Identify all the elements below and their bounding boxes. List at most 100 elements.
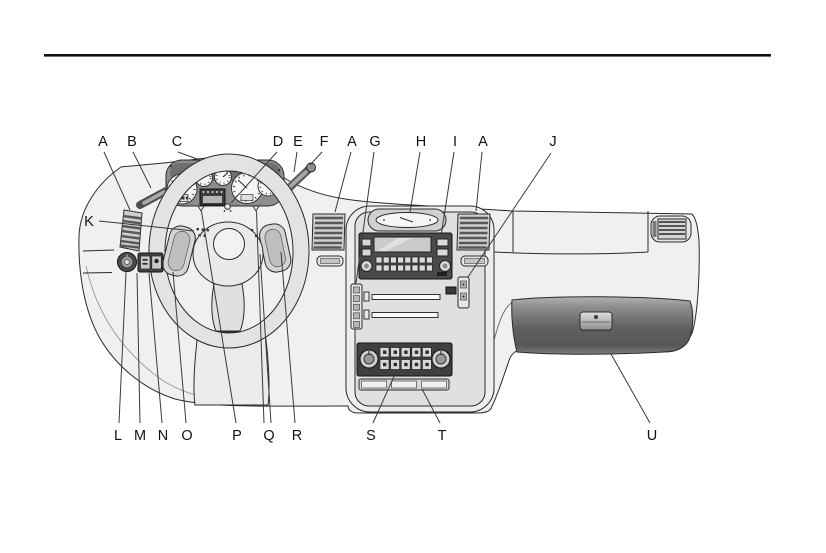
left-crease [82,272,113,274]
eject-button [363,291,370,302]
steering-wheel-rim [148,153,310,349]
leader-F [309,151,323,166]
center-left-slot [316,255,344,267]
callout-A2: A [347,134,357,150]
side-vent [650,215,692,243]
leader-N [148,272,163,424]
leader-H [409,151,421,213]
center-right-slot [460,255,489,267]
cd-player [363,286,457,320]
glove-box-latch [579,311,613,331]
wiper-lever-knob [306,162,316,173]
lower-tray [358,378,450,391]
center-left-vent [311,213,346,251]
callout-R: R [292,428,302,444]
right-spoke-grip [259,223,292,273]
leader-D [230,151,278,204]
callout-M: M [134,428,146,444]
callout-N: N [158,428,168,444]
glove-box [511,296,694,355]
callout-A3: A [478,134,488,150]
eject-button [363,309,370,320]
wiper-lever [283,162,316,194]
callout-U: U [647,428,657,444]
driver-left-vent [119,209,143,252]
fog-lamp-switch-panel [137,252,164,273]
leader-B [132,151,152,189]
callout-A1: A [98,134,108,150]
radio-right-button [436,248,449,257]
radio [358,232,453,280]
leader-C [177,151,198,160]
leader-R [280,251,296,424]
radio-left-button [361,238,372,247]
callout-T: T [438,428,447,444]
callout-S: S [366,428,376,444]
leader-E [293,151,298,173]
leader-M [136,272,141,424]
left-crease [82,249,115,252]
callout-H: H [416,134,426,150]
leader-J [467,152,552,278]
radio-right-button [436,238,449,247]
leader-T [421,388,441,424]
steering-column [193,331,270,406]
pointer-fork [197,205,260,212]
callout-D: D [273,134,283,150]
leader-A3 [475,151,483,212]
leader-P [201,211,237,424]
turn-signal-lever [136,187,170,209]
radio-left-button [361,248,372,257]
leader-O [172,271,187,424]
callout-O: O [181,428,192,444]
callout-J: J [549,134,556,150]
leader-I [440,151,455,237]
horn-emblem [213,228,245,260]
leader-S [372,371,397,424]
small-gauge [214,168,232,186]
climate-control [356,342,453,377]
leader-A2 [334,151,352,213]
cassette-icon [445,286,457,295]
leader-L [118,271,127,424]
exterior-lamps-control [117,252,137,272]
radio-preset-buttons [375,256,433,272]
leader-lines [98,151,651,424]
leader-A1 [103,151,131,211]
cd-slot [371,312,439,318]
leader-Q2 [259,253,272,424]
callout-K: K [84,214,94,230]
left-switch-strip [350,283,363,330]
cluster-display [199,188,226,206]
dashboard-illustration [78,151,700,424]
center-stack [311,205,495,413]
leader-Q1 [256,211,265,424]
steering-wheel [148,153,310,349]
upper-dash-crease [493,251,649,255]
center-right-vent [456,213,491,251]
callout-P: P [232,428,242,444]
callout-F: F [320,134,329,150]
glove-box-keyhole [594,315,598,319]
callout-C: C [172,134,182,150]
leader-K [98,220,195,232]
callout-L: L [114,428,122,444]
lower-spoke [211,283,245,332]
callout-E: E [293,134,303,150]
audio-steering-buttons [251,229,258,238]
cd-slot [371,294,441,300]
callout-B: B [127,134,137,150]
callout-labels: A B C D E F A G H I A J K L M N O P Q R … [84,134,657,444]
callout-G: G [369,134,380,150]
header-rule [44,54,771,57]
right-switch-strip [457,276,470,309]
clock [367,208,447,232]
cruise-control-buttons [196,228,209,237]
leader-U [610,353,651,424]
callout-Q: Q [263,428,274,444]
callout-I: I [453,134,457,150]
leader-G [355,151,375,284]
left-spoke-grip [162,225,196,277]
